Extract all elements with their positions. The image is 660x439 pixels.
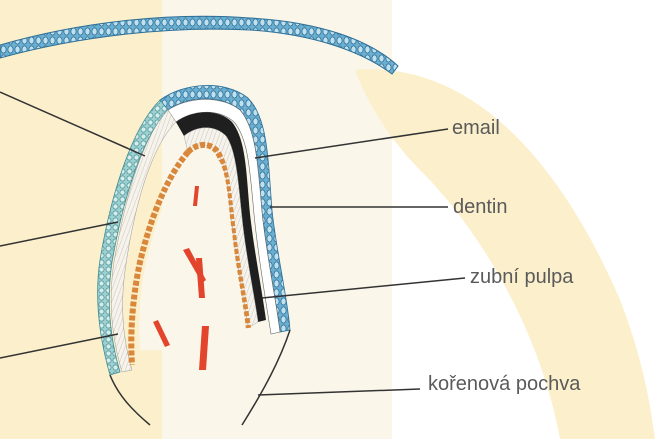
background-band-left bbox=[0, 0, 162, 439]
label-dentin: dentin bbox=[453, 197, 508, 217]
label-root-sheath: kořenová pochva bbox=[428, 374, 580, 394]
label-dental-pulp: zubní pulpa bbox=[470, 267, 573, 287]
label-email: email bbox=[452, 118, 500, 138]
